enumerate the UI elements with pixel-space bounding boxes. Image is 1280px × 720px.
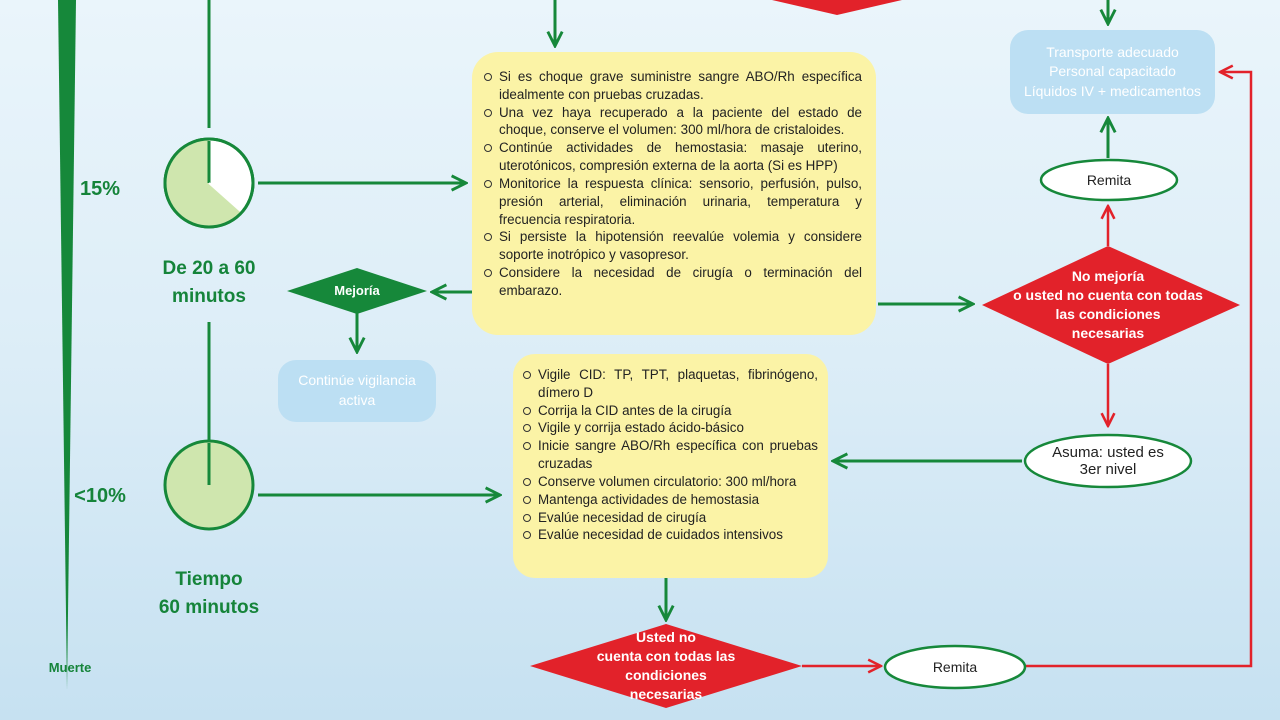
usted-no-diamond [530, 624, 802, 708]
mejoria-diamond [287, 268, 427, 314]
management-box-upper: Si es choque grave suministre sangre ABO… [472, 52, 876, 335]
no-mejoria-diamond [982, 246, 1240, 364]
list-item: Si persiste la hipotensión reevalúe vole… [484, 228, 862, 264]
asuma-line: Asuma: usted es [1052, 443, 1164, 461]
list-item: Conserve volumen circulatorio: 300 ml/ho… [523, 473, 818, 491]
time-scale-wedge [58, 0, 76, 690]
usted-no-label: Usted no cuenta con todas las condicione… [555, 629, 777, 702]
clock-icon-full [163, 439, 255, 531]
list-item: Evalúe necesidad de cirugía [523, 509, 818, 527]
usted-no-line: cuenta con todas las condiciones [596, 648, 736, 683]
list-item: Si es choque grave suministre sangre ABO… [484, 68, 862, 104]
transport-line: Transporte adecuado [1046, 43, 1179, 60]
asuma-line: 3er nivel [1079, 461, 1137, 478]
list-item: Considere la necesidad de cirugía o term… [484, 264, 862, 300]
time-label-line: De 20 a 60 [162, 258, 256, 279]
time-label-20-60: De 20 a 60 minutos [145, 255, 273, 310]
remita-top-ellipse [1039, 158, 1179, 202]
usted-no-line: necesarias [629, 685, 703, 702]
list-item: Una vez haya recuperado a la paciente de… [484, 104, 862, 140]
percentage-15: 15% [79, 178, 121, 200]
transport-line: Personal capacitado [1049, 63, 1176, 80]
time-label-line: Tiempo [175, 569, 243, 590]
asuma-label: Asuma: usted es 3er nivel [1030, 442, 1186, 480]
management-box-lower: Vigile CID: TP, TPT, plaquetas, fibrinóg… [513, 354, 828, 578]
list-item: Mantenga actividades de hemostasia [523, 491, 818, 509]
time-label-60: Tiempo 60 minutos [145, 566, 273, 621]
vigilance-line: activa [338, 392, 376, 408]
list-item: Vigile CID: TP, TPT, plaquetas, fibrinóg… [523, 366, 818, 402]
list-item: Continúe actividades de hemostasia: masa… [484, 139, 862, 175]
mejoria-label: Mejoría [334, 283, 380, 299]
no-mejoria-line: necesarias [1071, 324, 1145, 341]
arrow-remita-loop-back [1026, 72, 1253, 668]
asuma-ellipse [1023, 433, 1193, 489]
time-label-line: 60 minutos [158, 596, 260, 618]
death-label: Muerte [48, 660, 92, 675]
remita-bottom-label: Remita [932, 658, 978, 675]
usted-no-line: Usted no [636, 629, 696, 646]
transport-line: Líquidos IV + medicamentos [1023, 82, 1202, 99]
top-red-diamond-fragment [772, 0, 902, 15]
remita-top-label: Remita [1086, 171, 1132, 188]
no-mejoria-label: No mejoría o usted no cuenta con todas l… [1010, 262, 1206, 348]
no-mejoria-line: las condiciones [1055, 306, 1161, 322]
no-mejoria-line: No mejoría [1071, 268, 1145, 285]
list-item: Vigile y corrija estado ácido-básico [523, 419, 818, 437]
list-item: Inicie sangre ABO/Rh específica con prue… [523, 437, 818, 473]
list-item: Evalúe necesidad de cuidados intensivos [523, 526, 818, 544]
no-mejoria-line: o usted no cuenta con todas [1013, 287, 1203, 304]
vigilance-line: Continúe vigilancia [298, 372, 416, 389]
list-item: Monitorice la respuesta clínica: sensori… [484, 175, 862, 228]
list-item: Corrija la CID antes de la cirugía [523, 402, 818, 420]
time-label-line: minutos [172, 285, 246, 307]
remita-bottom-ellipse [883, 644, 1027, 690]
continue-vigilance-box: Continúe vigilancia activa [278, 360, 436, 422]
transport-box: Transporte adecuado Personal capacitado … [1010, 30, 1215, 114]
percentage-less-10: <10% [74, 485, 126, 507]
clock-icon [163, 137, 255, 229]
